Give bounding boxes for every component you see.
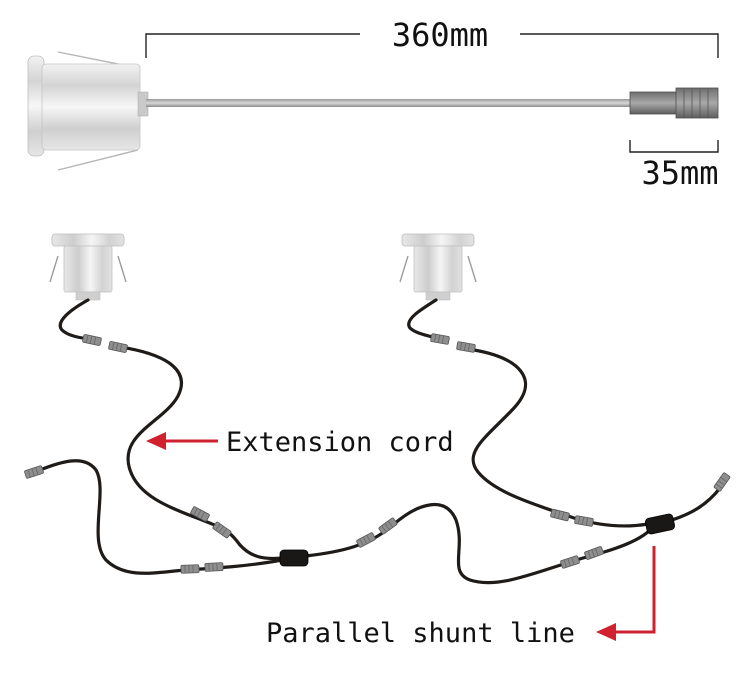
length-total-label: 360mm [392,16,488,54]
cable-connector-icon [211,521,233,539]
wiring-scheme: Extension cord Parallel shunt line [23,233,731,649]
cable-connector-icon [574,515,594,527]
red-arrow-icon [596,546,656,641]
lamp-1 [49,233,127,301]
cable-connector-icon [430,333,450,345]
lead-cable [146,99,632,107]
length-plug-label: 35mm [641,154,718,192]
extension-cord-1-to-splitter [238,543,284,561]
cable-connector-icon [107,340,129,354]
dimension-35mm: 35mm [629,140,719,192]
cable-connector-icon [81,333,103,347]
parallel-shunt-line-label: Parallel shunt line [266,618,575,649]
cable-connector-icon [629,87,719,119]
cable-connector-icon [180,564,200,574]
lamp-1-lead [58,298,98,342]
cable-connector-icon [456,341,476,353]
dimension-360mm: 360mm [145,16,719,58]
cable-connector-icon [583,545,605,561]
cable-connector-icon [355,531,377,549]
splitter-box-icon [644,513,676,535]
red-arrow-icon [146,432,218,450]
lamp-2 [399,233,477,301]
led-puck-light-icon [27,51,149,171]
extension-cord-label: Extension cord [226,427,454,458]
cable-connector-icon [204,562,224,572]
cable-connector-icon [559,555,581,569]
product-dimension-view: 360mm 35mm [27,16,719,192]
extension-cord-1 [124,346,242,547]
extension-cord-2 [471,348,650,528]
cable-connector-icon [377,517,399,535]
cable-connector-icon [713,471,731,493]
led-puck-light-icon [399,233,477,301]
cable-connector-icon [23,465,45,479]
cable-connector-icon [549,508,571,522]
input-cable-left [38,459,284,575]
led-puck-light-icon [49,233,127,301]
splitter-box-icon [279,549,309,567]
lamp-2-lead [407,298,446,342]
output-cable-right [670,486,722,522]
